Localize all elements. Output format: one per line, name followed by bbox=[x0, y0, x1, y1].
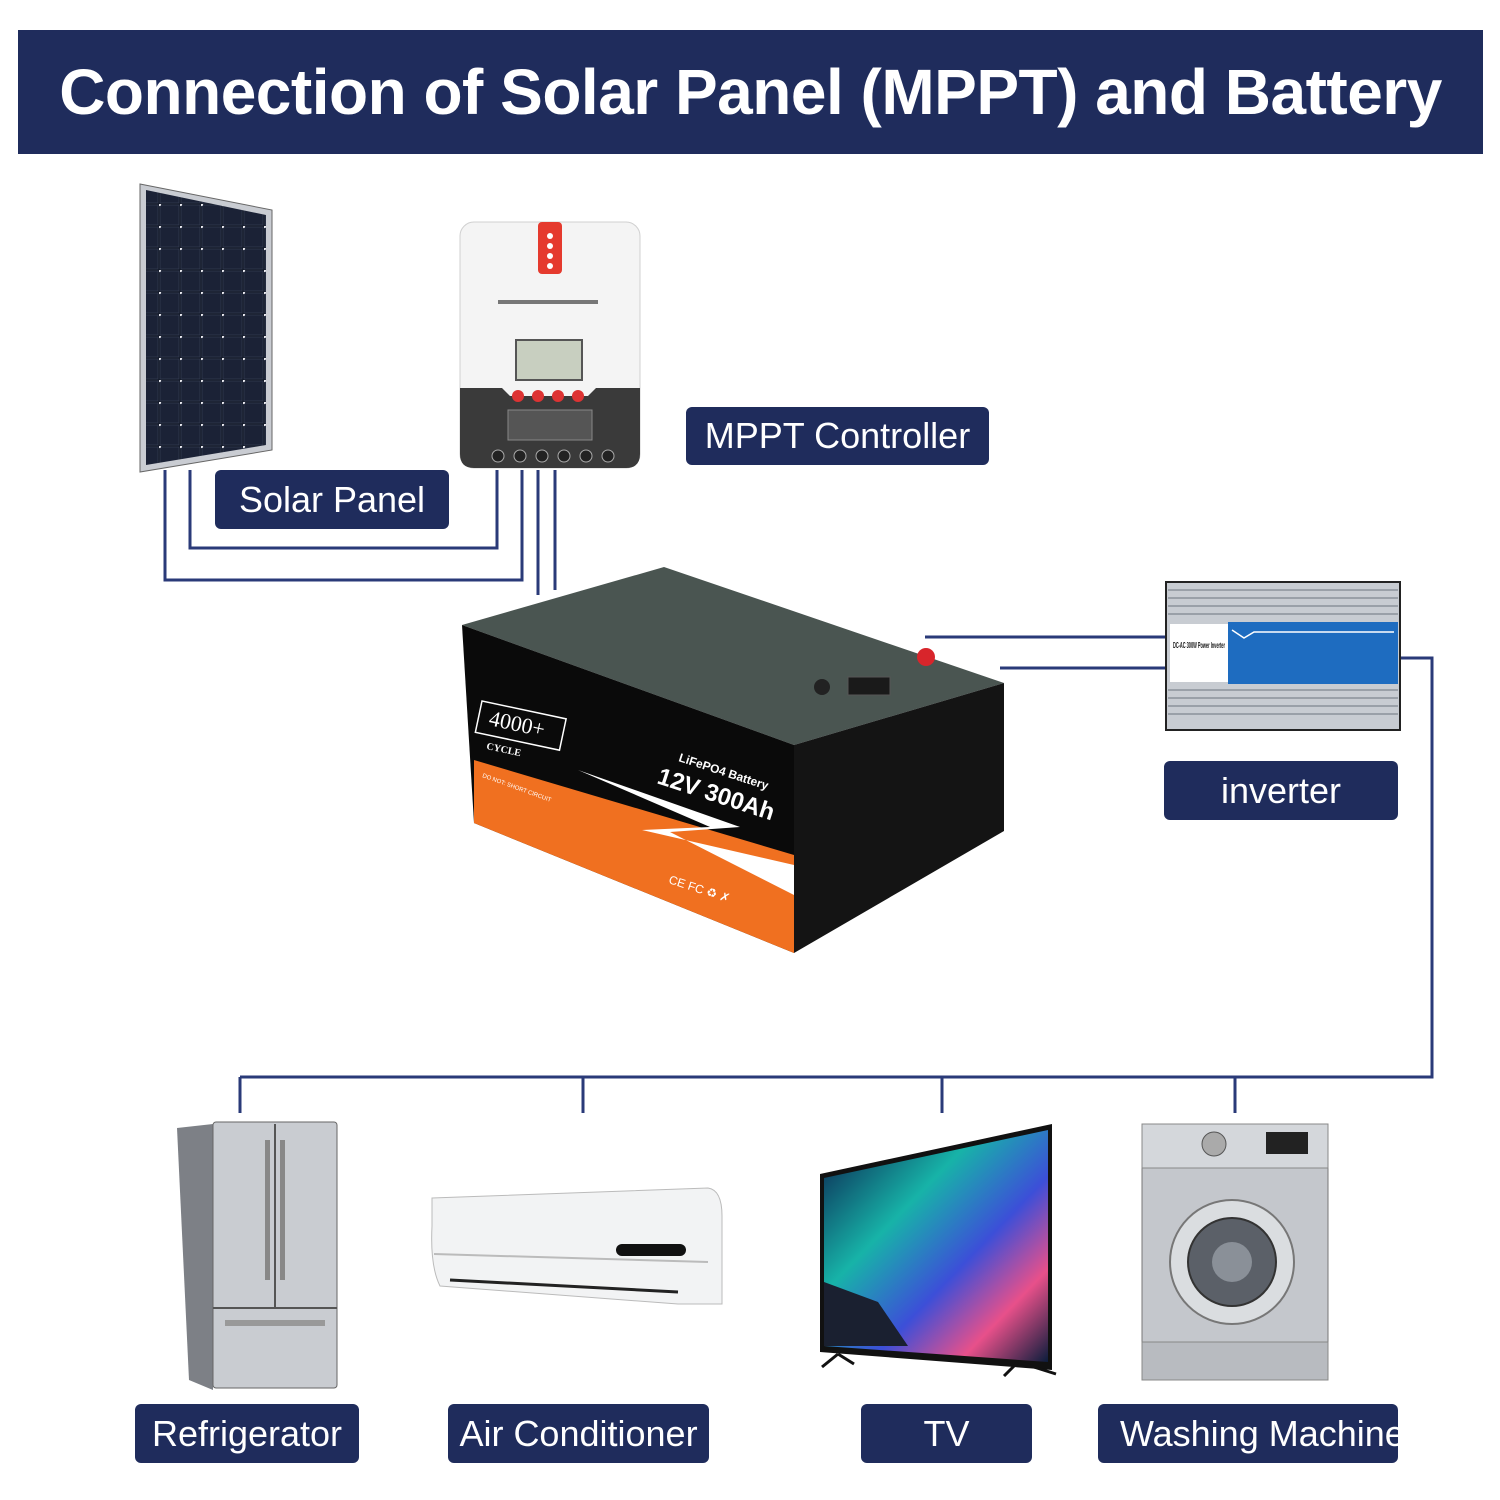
washing-machine-label: Washing Machine bbox=[1098, 1404, 1398, 1463]
inverter-icon: DC-AC 300W Power Inverter bbox=[1165, 581, 1401, 731]
refrigerator-label: Refrigerator bbox=[135, 1404, 359, 1463]
mppt-controller-icon bbox=[459, 221, 641, 469]
inverter-product-text: DC-AC 300W Power Inverter bbox=[1173, 641, 1225, 650]
page-title: Connection of Solar Panel (MPPT) and Bat… bbox=[59, 56, 1442, 128]
washing-machine-icon bbox=[1141, 1123, 1329, 1381]
battery-icon: 4000+ CYCLE LiFePO4 Battery 12V 300Ah DO… bbox=[462, 567, 1004, 953]
tv-label: TV bbox=[861, 1404, 1032, 1463]
solar-panel-icon bbox=[139, 183, 273, 473]
wire-inverter-out bbox=[240, 656, 1434, 1079]
solar-panel-label: Solar Panel bbox=[215, 470, 449, 529]
mppt-controller-label: MPPT Controller bbox=[686, 407, 989, 465]
refrigerator-icon bbox=[177, 1121, 338, 1390]
wire-panel-pos bbox=[188, 470, 499, 550]
inverter-label: inverter bbox=[1164, 761, 1398, 820]
wire-panel-neg bbox=[163, 470, 524, 582]
title-banner: Connection of Solar Panel (MPPT) and Bat… bbox=[18, 30, 1483, 154]
air-conditioner-label: Air Conditioner bbox=[448, 1404, 709, 1463]
tv-icon bbox=[820, 1124, 1057, 1377]
air-conditioner-icon bbox=[431, 1187, 723, 1305]
